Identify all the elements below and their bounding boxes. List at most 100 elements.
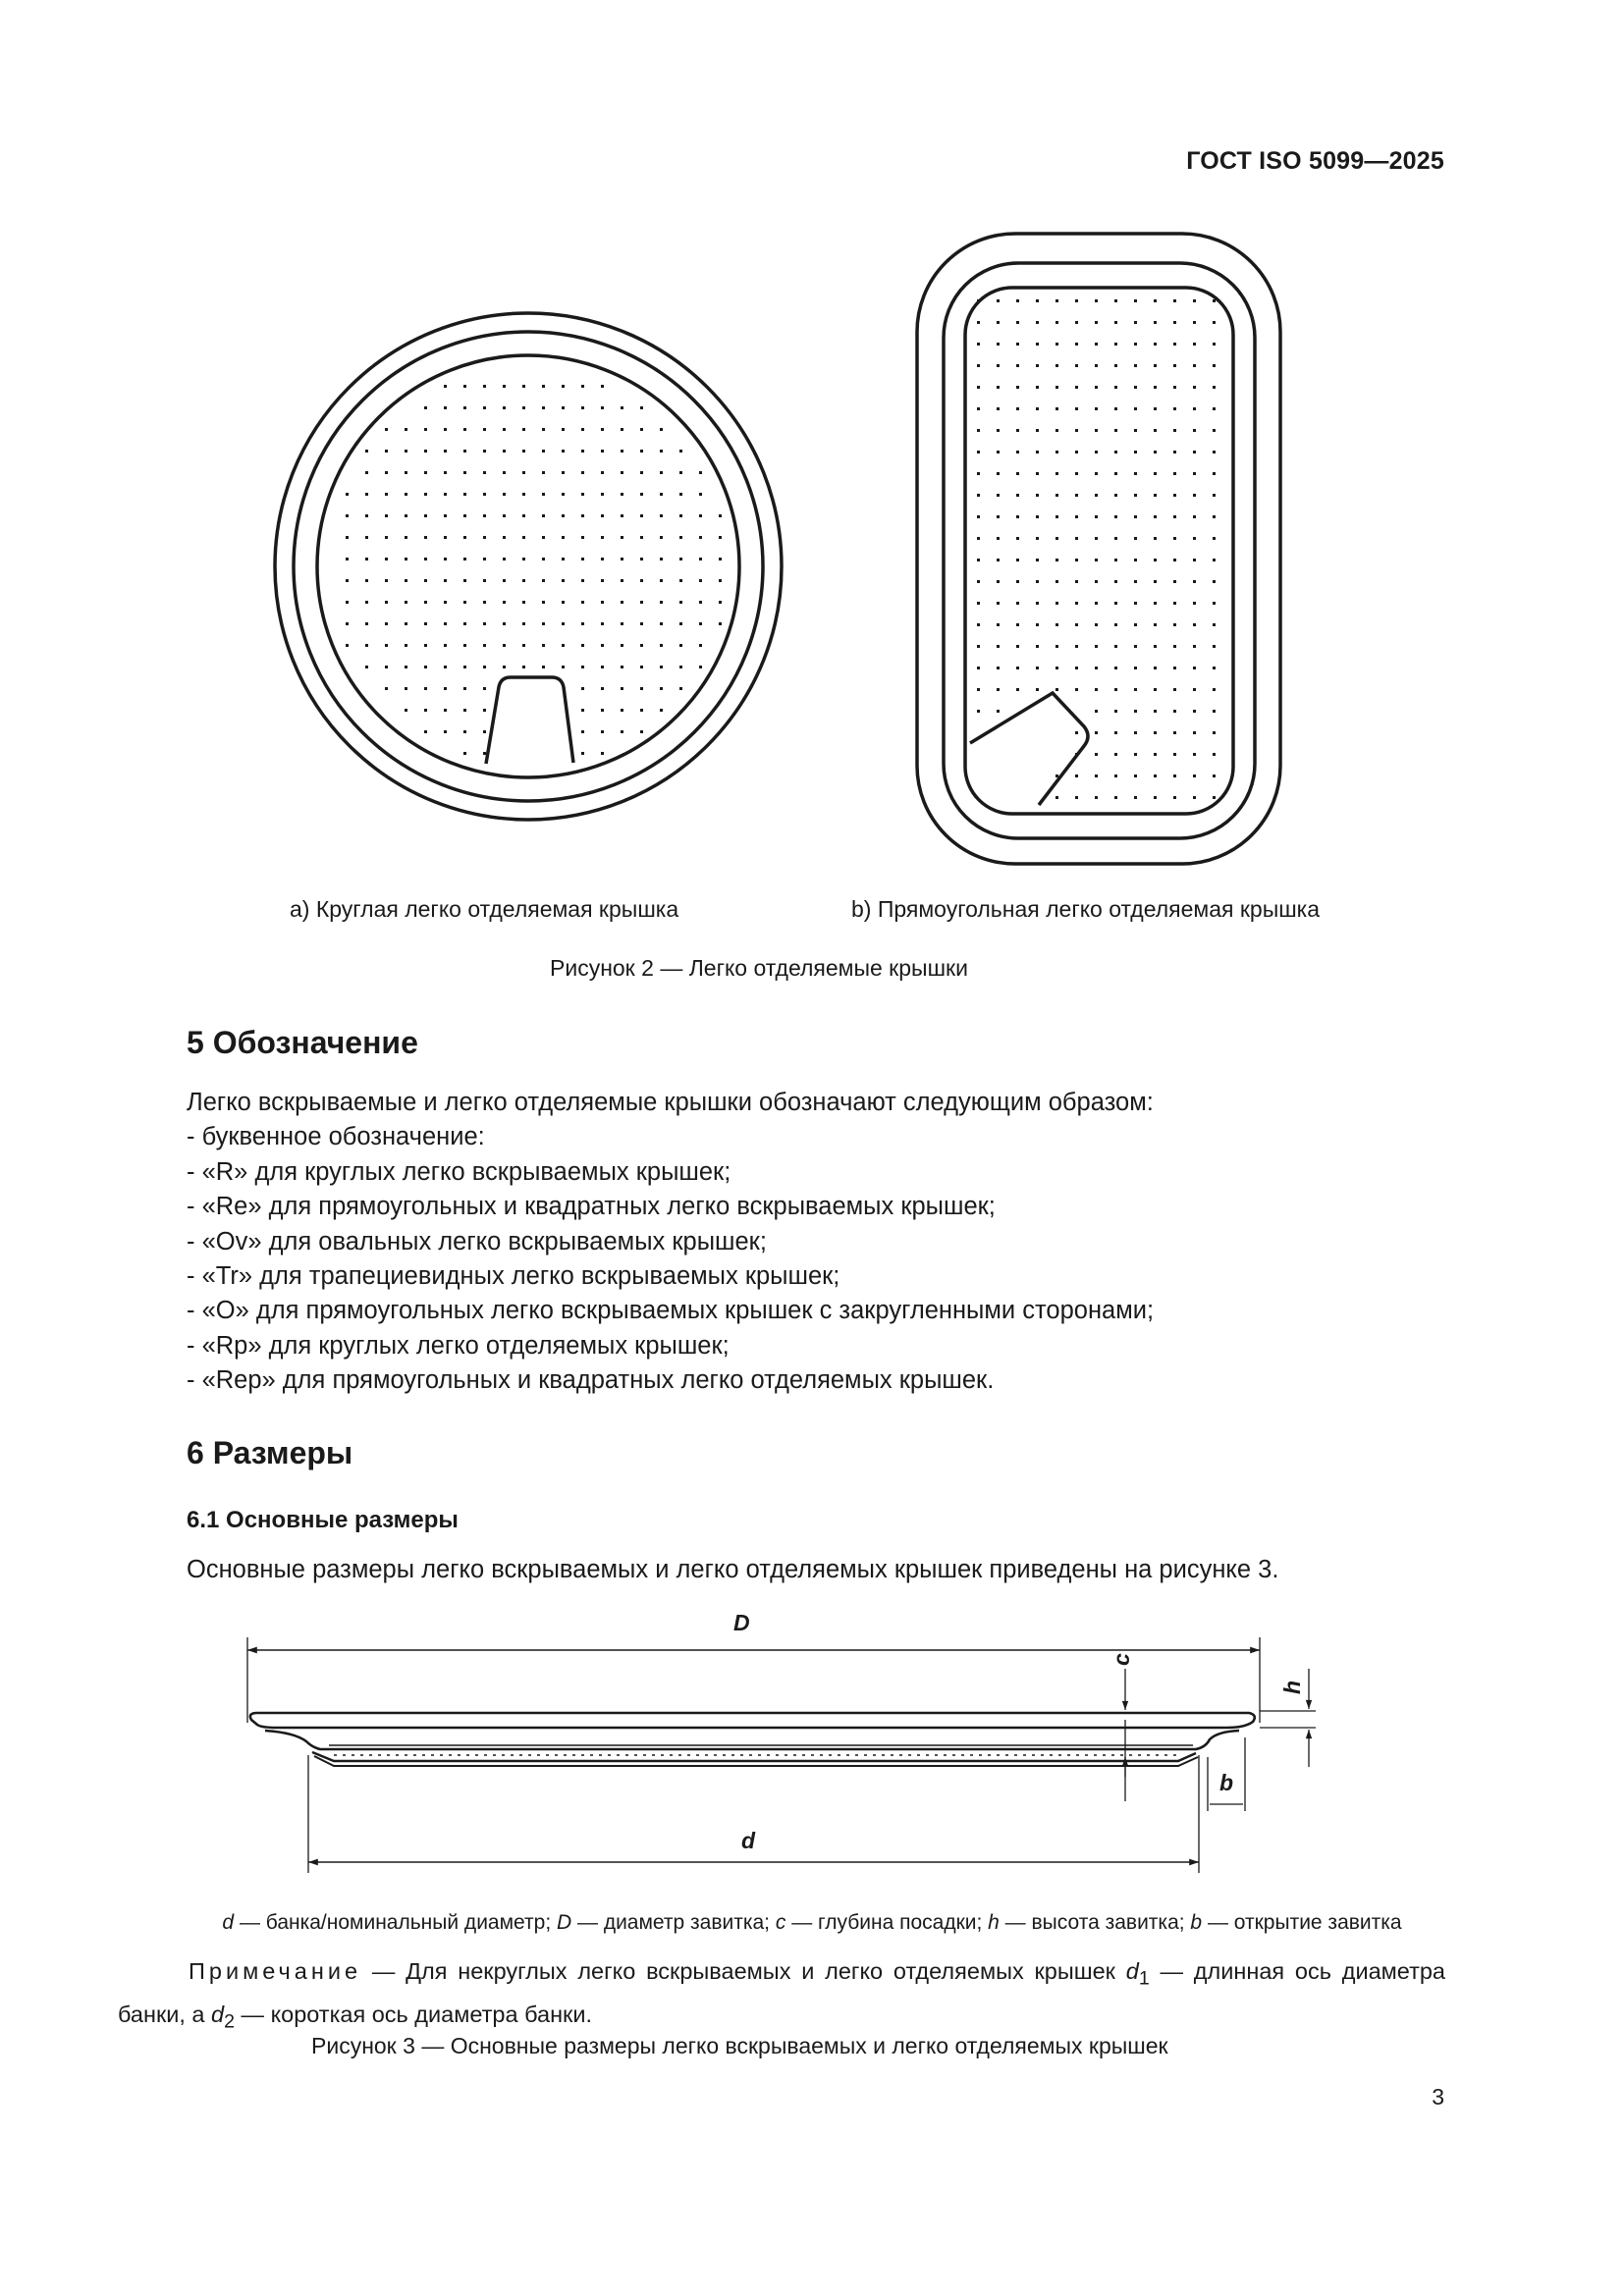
dot (1075, 472, 1078, 475)
dot (346, 514, 349, 517)
designation-item: - «Re» для прямоугольных и квадратных ле… (187, 1193, 996, 1221)
note-d2: d (211, 2001, 225, 2027)
dot (997, 602, 1000, 605)
dot (601, 666, 604, 668)
dot (1114, 559, 1117, 561)
dot (1075, 796, 1078, 799)
dot (1036, 343, 1039, 346)
dot (483, 666, 486, 668)
dot (1154, 321, 1157, 324)
dot (581, 730, 584, 733)
dot (621, 428, 623, 431)
dot (1056, 364, 1058, 367)
dot (621, 730, 623, 733)
dot (640, 601, 643, 604)
dot (424, 428, 427, 431)
dot (1016, 386, 1019, 389)
dot (601, 428, 604, 431)
dot (483, 493, 486, 496)
dot (1075, 623, 1078, 626)
dot (542, 493, 545, 496)
dot (1154, 386, 1157, 389)
dot (621, 406, 623, 409)
dot (1193, 667, 1196, 669)
legend-text-d: — банка/номинальный диаметр; (234, 1911, 557, 1934)
dot (1213, 602, 1216, 605)
dot (424, 644, 427, 647)
dot (1154, 753, 1157, 756)
dot (1036, 602, 1039, 605)
dot (699, 471, 702, 474)
dot (997, 667, 1000, 669)
dot (1075, 407, 1078, 410)
dot (503, 514, 506, 517)
dot (542, 666, 545, 668)
dot (997, 429, 1000, 432)
dot (1036, 688, 1039, 691)
dot (1213, 774, 1216, 777)
dot (1154, 688, 1157, 691)
dot (1114, 645, 1117, 648)
dot (640, 709, 643, 712)
dot (1134, 515, 1137, 518)
dot (463, 450, 466, 453)
dot (483, 709, 486, 712)
dot (1213, 796, 1216, 799)
dot (679, 622, 682, 625)
dot (679, 536, 682, 539)
dot (1193, 299, 1196, 302)
note-d1: d (1125, 1958, 1139, 1984)
figure2-caption: Рисунок 2 — Легко отделяемые крышки (550, 955, 968, 981)
dot (444, 406, 447, 409)
dot (1056, 623, 1058, 626)
dot (1134, 602, 1137, 605)
dot (1173, 343, 1176, 346)
dot (621, 622, 623, 625)
dot (1213, 364, 1216, 367)
dot (1016, 321, 1019, 324)
dot (365, 450, 368, 453)
section5-intro: Легко вскрываемые и легко отделяемые кры… (187, 1089, 1154, 1116)
dot (444, 493, 447, 496)
dot (503, 385, 506, 388)
dot (1056, 580, 1058, 583)
dot (1213, 559, 1216, 561)
note-d1-sub: 1 (1138, 1967, 1150, 1990)
dot (660, 666, 663, 668)
dot (444, 514, 447, 517)
dot (1213, 731, 1216, 734)
dot (977, 667, 980, 669)
dot (1095, 515, 1098, 518)
dot (977, 472, 980, 475)
dot (503, 471, 506, 474)
dot (1056, 774, 1058, 777)
dot (977, 321, 980, 324)
dot (1095, 472, 1098, 475)
dot (1114, 623, 1117, 626)
dot (463, 471, 466, 474)
dot (581, 428, 584, 431)
dot (679, 514, 682, 517)
dot (483, 406, 486, 409)
dot (1114, 494, 1117, 497)
dot (1036, 667, 1039, 669)
dot (424, 730, 427, 733)
dot (1095, 299, 1098, 302)
dot (621, 471, 623, 474)
dot (483, 622, 486, 625)
dot (997, 645, 1000, 648)
dot (483, 450, 486, 453)
dot (1095, 688, 1098, 691)
dot (1193, 602, 1196, 605)
dot (1173, 321, 1176, 324)
dot (640, 730, 643, 733)
dot (660, 428, 663, 431)
dot (385, 579, 388, 582)
dim-label-h: h (1279, 1680, 1305, 1694)
dot (621, 666, 623, 668)
dot (581, 536, 584, 539)
dot (1016, 515, 1019, 518)
dot (1114, 580, 1117, 583)
dot (424, 406, 427, 409)
